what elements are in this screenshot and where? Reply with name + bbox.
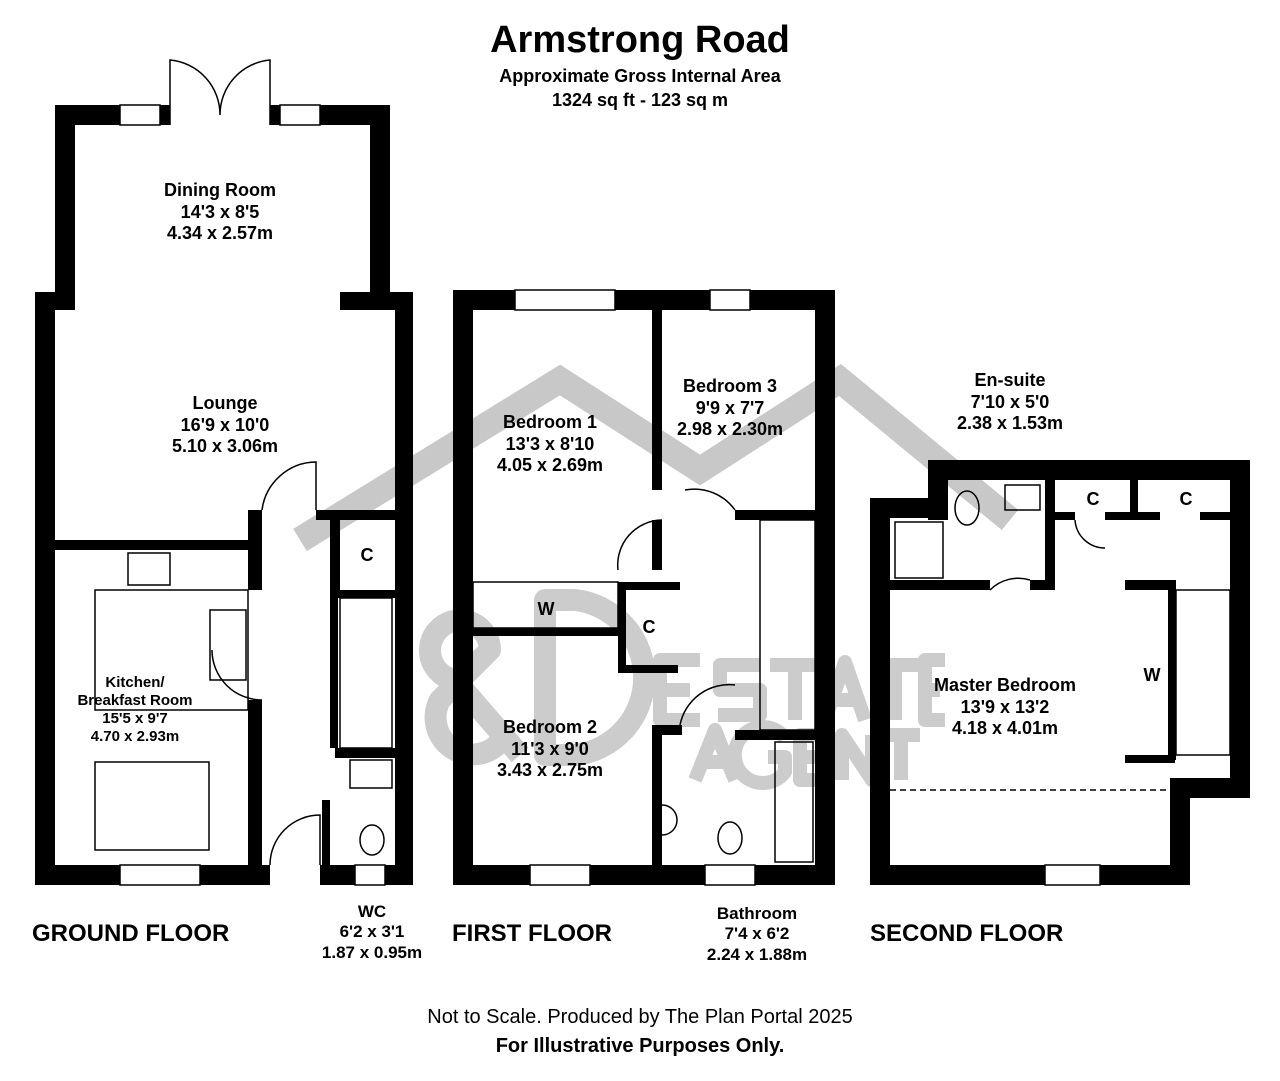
room-kitchen: Kitchen/ Breakfast Room 15'5 x 9'7 4.70 … <box>77 674 192 746</box>
room-imperial: 6'2 x 3'1 <box>339 922 405 942</box>
room-metric: 4.34 x 2.57m <box>166 223 274 244</box>
footer-disclaimer: Not to Scale. Produced by The Plan Porta… <box>427 1006 853 1028</box>
room-metric: 4.18 x 4.01m <box>951 718 1059 739</box>
first-floor-fixtures <box>472 289 816 886</box>
cupboard-label: C <box>360 545 374 565</box>
room-name: En-suite <box>974 370 1046 390</box>
room-name: Bedroom 1 <box>502 412 598 432</box>
room-name: Bedroom 3 <box>682 376 778 396</box>
room-dining: Dining Room 14'3 x 8'5 4.34 x 2.57m <box>164 180 276 245</box>
room-master-bedroom: Master Bedroom 13'9 x 13'2 4.18 x 4.01m <box>934 675 1076 740</box>
wardrobe-label: W <box>1143 665 1161 685</box>
room-bedroom-1: Bedroom 1 13'3 x 8'10 4.05 x 2.69m <box>497 412 603 477</box>
room-lounge: Lounge 16'9 x 10'0 5.10 x 3.06m <box>172 393 278 458</box>
area-value: 1324 sq ft - 123 sq m <box>551 90 729 110</box>
second-floor-label: SECOND FLOOR <box>870 920 1064 947</box>
first-floor-label: FIRST FLOOR <box>452 920 612 947</box>
ground-floor-label: GROUND FLOOR <box>32 920 230 947</box>
area-label: Approximate Gross Internal Area <box>499 66 781 86</box>
watermark-logo <box>293 363 1019 552</box>
cupboard-label: C <box>1086 489 1100 509</box>
cupboard-label: C <box>1179 489 1193 509</box>
room-metric: 2.38 x 1.53m <box>956 413 1064 434</box>
room-metric: 4.70 x 2.93m <box>90 728 180 745</box>
second-floor-fixtures <box>890 484 1231 886</box>
room-imperial: 15'5 x 9'7 <box>102 710 168 727</box>
wardrobe-label: W <box>537 599 555 619</box>
room-imperial: 7'10 x 5'0 <box>970 391 1050 412</box>
room-en-suite: En-suite 7'10 x 5'0 2.38 x 1.53m <box>957 370 1063 435</box>
room-name: Dining Room <box>164 180 276 200</box>
room-bedroom-2: Bedroom 2 11'3 x 9'0 3.43 x 2.75m <box>497 717 603 782</box>
room-imperial: 11'3 x 9'0 <box>511 738 589 759</box>
page-title: Armstrong Road <box>490 19 790 61</box>
room-wc: WC 6'2 x 3'1 1.87 x 0.95m <box>322 902 422 963</box>
room-metric: 5.10 x 3.06m <box>171 436 279 457</box>
room-metric: 3.43 x 2.75m <box>496 760 604 781</box>
room-imperial: 16'9 x 10'0 <box>180 414 270 435</box>
room-name: Lounge <box>192 393 258 413</box>
room-bathroom: Bathroom 7'4 x 6'2 2.24 x 1.88m <box>707 904 807 965</box>
room-imperial: 14'3 x 8'5 <box>180 201 260 222</box>
room-imperial: 13'9 x 13'2 <box>960 696 1050 717</box>
ground-floor-fixtures <box>94 59 393 886</box>
room-name: Master Bedroom <box>933 675 1077 695</box>
footer-illustrative: For Illustrative Purposes Only. <box>495 1035 785 1057</box>
room-name: WC <box>357 902 387 921</box>
room-imperial: 13'3 x 8'10 <box>505 433 595 454</box>
room-imperial: 9'9 x 7'7 <box>695 397 765 418</box>
room-bedroom-3: Bedroom 3 9'9 x 7'7 2.98 x 2.30m <box>677 376 783 441</box>
room-metric: 1.87 x 0.95m <box>321 942 423 962</box>
room-metric: 4.05 x 2.69m <box>496 455 604 476</box>
room-imperial: 7'4 x 6'2 <box>724 924 790 944</box>
ground-floor-walls <box>35 105 413 885</box>
room-name-2: Breakfast Room <box>77 692 193 709</box>
watermark-lettering <box>419 589 945 790</box>
room-name: Bathroom <box>716 904 798 923</box>
room-metric: 2.24 x 1.88m <box>706 944 808 964</box>
room-name: Bedroom 2 <box>502 717 598 737</box>
cupboard-label: C <box>642 617 656 637</box>
room-name: Kitchen/ <box>105 674 165 691</box>
room-metric: 2.98 x 2.30m <box>676 419 784 440</box>
